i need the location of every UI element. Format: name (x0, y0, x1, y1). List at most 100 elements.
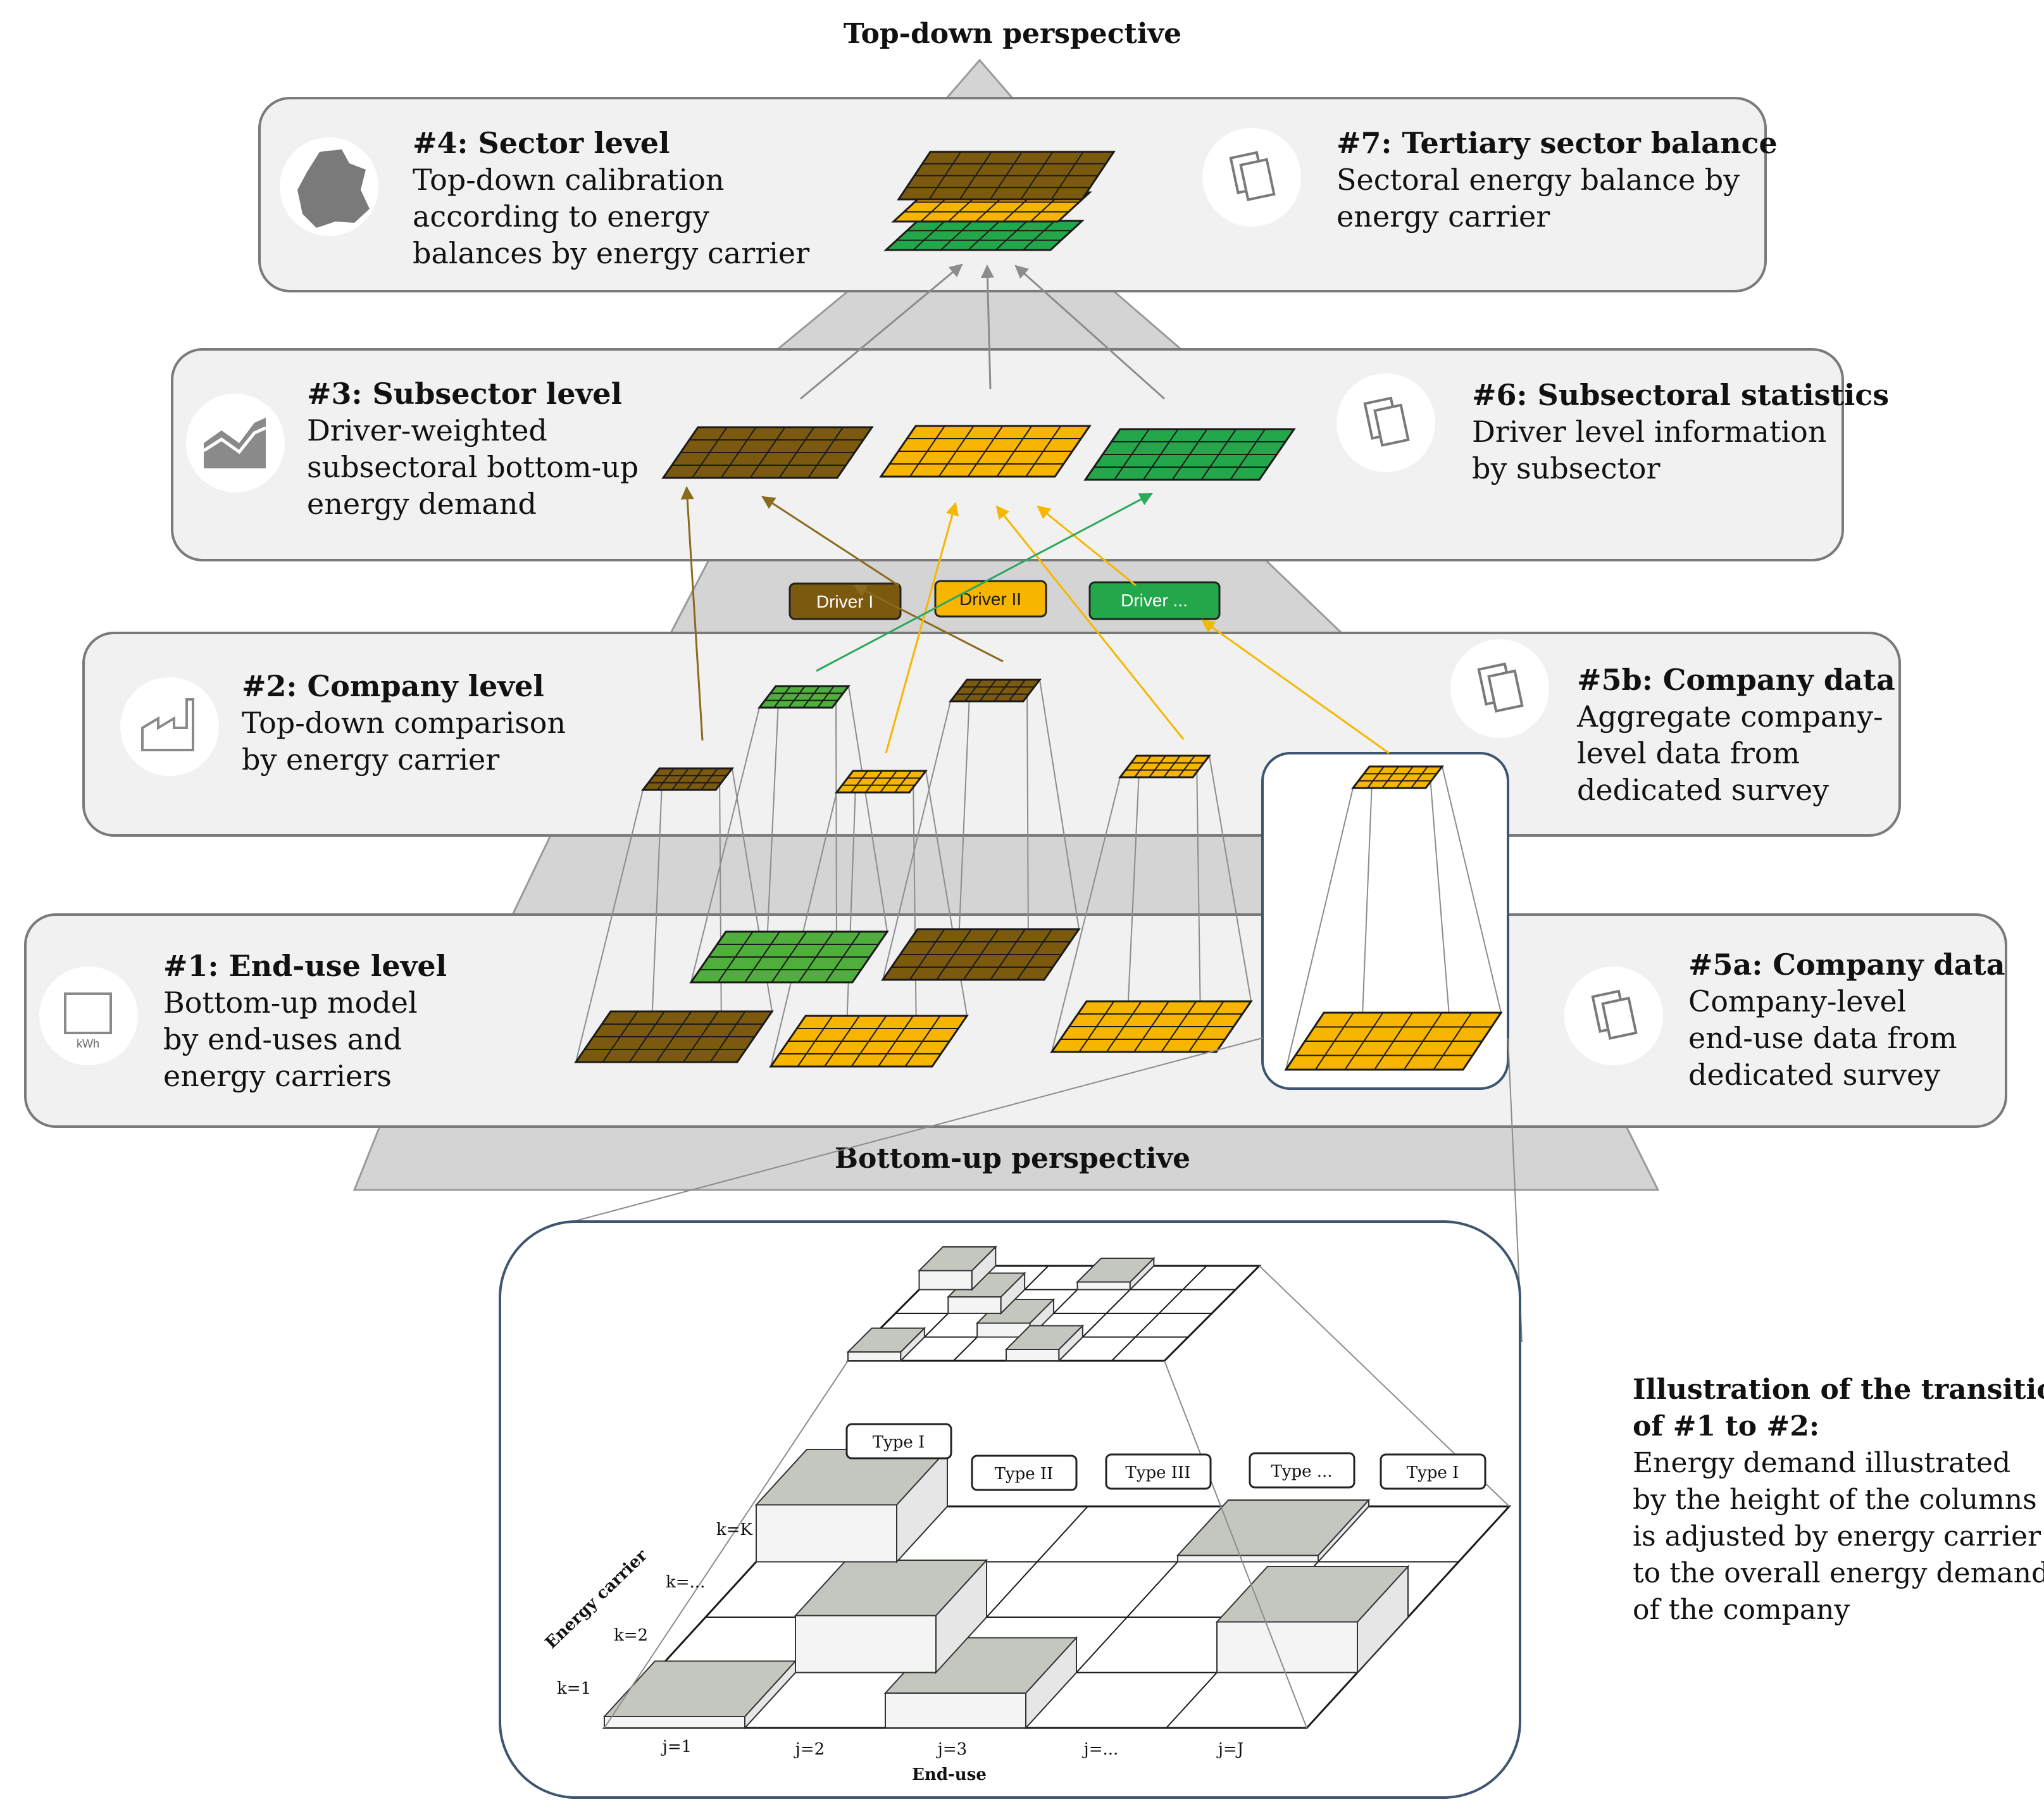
transition-side-note: Illustration of the transition of #1 to … (1633, 1373, 2044, 1626)
arrow-subsector-to-sector-2 (980, 264, 994, 390)
column-block-j5-k2 (1215, 1565, 1410, 1675)
source7-line-2: energy carrier (1337, 199, 1550, 234)
company-data-5b-text: #5b: Company data Aggregate company- lev… (1576, 663, 1895, 807)
factory-shape (141, 698, 194, 751)
pyramid-tip (944, 58, 1015, 99)
side-note-body-4: to the overall energy demand (1633, 1557, 2044, 1589)
arrow-company-yellow-to-subsector (885, 501, 959, 754)
bottom-up-perspective-label: Bottom-up perspective (835, 1142, 1190, 1175)
source5a-line-3: dedicated survey (1688, 1058, 1940, 1092)
document-glyphs (1229, 151, 1638, 1040)
j-label-2: j=2 (794, 1740, 825, 1759)
type-label-box-4 (1249, 1452, 1355, 1489)
end-use-level-line-2: by end-uses and (163, 1022, 402, 1056)
arrow-company-green-to-subsector (816, 492, 1153, 672)
end-use-grid-green (689, 930, 889, 984)
projection-group (690, 685, 888, 983)
type-label-4: Type ... (1271, 1462, 1332, 1481)
company-grid-brown-1 (640, 767, 735, 791)
type-label-box-5 (1380, 1453, 1486, 1490)
subsector-level-line-1: Driver-weighted (307, 413, 547, 447)
kwh-chart-icon (39, 966, 138, 1065)
subsector-grid-yellow (879, 425, 1092, 478)
subsector-level-line-3: energy demand (307, 487, 537, 521)
driver-box-2 (934, 580, 1047, 618)
sector-level-title: #4: Sector level (413, 126, 670, 160)
area-chart-line (203, 426, 267, 454)
source7-line-1: Sectoral energy balance by (1337, 163, 1740, 197)
j-label-1: j=1 (661, 1737, 692, 1756)
type-label-box-1 (845, 1423, 952, 1460)
side-note-title-1: Illustration of the transition (1633, 1373, 2044, 1406)
factory-icon (120, 677, 219, 776)
column-block-j4-k4 (1176, 1498, 1371, 1564)
j-label-dots: j=... (1082, 1740, 1119, 1759)
driver-label-3: Driver ... (1121, 591, 1188, 610)
subsector-level-title: #3: Subsector level (307, 377, 622, 411)
type-label-5: Type I (1407, 1463, 1459, 1482)
end-use-axis-label: End-use (912, 1765, 987, 1784)
side-note-body-3: is adjusted by energy carrier (1633, 1520, 2041, 1553)
sector-grid-green (883, 220, 1085, 251)
top-block-4 (1004, 1324, 1085, 1363)
type-label-box-3 (1105, 1453, 1212, 1490)
column-block-j2-k2 (794, 1558, 988, 1675)
end-use-level-title: #1: End-use level (163, 949, 447, 983)
j-label-3: j=3 (936, 1740, 967, 1759)
k-label-1: k=1 (557, 1679, 591, 1698)
subsector-grid-green (1083, 428, 1296, 481)
source5a-line-1: Company-level (1688, 984, 1906, 1018)
company-level-line-1: Top-down comparison (242, 706, 566, 740)
sector-grid-brown (897, 151, 1116, 201)
side-note-title-2: of #1 to #2: (1633, 1410, 1819, 1442)
top-down-perspective-label: Top-down perspective (844, 18, 1181, 50)
driver-boxes: Driver I Driver II Driver ... (788, 580, 1221, 620)
source6-title: #6: Subsectoral statistics (1472, 378, 1889, 412)
subsector-level-text: #3: Subsector level Driver-weighted subs… (307, 377, 639, 521)
projection-group (1051, 755, 1252, 1053)
subsector-level-line-2: subsectoral bottom-up (307, 450, 639, 484)
driver-box-3 (1088, 581, 1221, 620)
source5a-title: #5a: Company data (1688, 948, 2005, 982)
company-level-line-2: by energy carrier (242, 742, 499, 777)
j-label-J: j=J (1216, 1740, 1243, 1759)
source7-title: #7: Tertiary sector balance (1337, 126, 1778, 160)
end-use-grid-yellow-3 (1284, 1011, 1503, 1071)
k-label-2: k=2 (614, 1626, 648, 1645)
pyramid-band-3 (772, 290, 1187, 353)
projection-group (575, 768, 773, 1063)
source6-line-1: Driver level information (1472, 415, 1827, 449)
j-labels: j=1 j=2 j=3 j=... j=J (661, 1737, 1243, 1759)
column-block-j1-k4 (754, 1448, 949, 1564)
k-label-dots: k=... (666, 1573, 705, 1592)
driver-label-1: Driver I (816, 592, 873, 611)
company-grid-yellow-1 (834, 770, 928, 794)
arrow-company-brown2-to-driver (853, 584, 1004, 663)
germany-map-shape (297, 149, 370, 228)
area-chart-shape (204, 418, 266, 468)
k-labels: k=K k=... k=2 k=1 (557, 1520, 753, 1698)
kwh-icon-text: kWh (77, 1037, 99, 1050)
projection-group (1285, 766, 1502, 1070)
illus-funnel-mid (1164, 1360, 1307, 1729)
arrow-driver-brown-to-subsector (761, 496, 899, 587)
top-block-1 (846, 1327, 926, 1363)
tertiary-sector-balance-text: #7: Tertiary sector balance Sectoral ene… (1337, 126, 1778, 234)
company-data-5a-text: #5a: Company data Company-level end-use … (1688, 948, 2005, 1092)
side-note-body-5: of the company (1633, 1594, 1850, 1626)
arrow-company-yellow3-to-driver (1201, 619, 1390, 754)
projection-group (882, 679, 1080, 980)
side-note-body-1: Energy demand illustrated (1633, 1447, 2010, 1479)
arrow-company-yellow2-to-subsector (995, 505, 1185, 740)
type-label-box-2 (971, 1454, 1078, 1491)
sector-level-line-1: Top-down calibration (413, 163, 725, 197)
type-labels: Type I Type II Type III Type ... Type I (845, 1423, 1486, 1491)
sector-level-line-3: balances by energy carrier (413, 236, 809, 270)
end-use-level-text: #1: End-use level Bottom-up model by end… (163, 949, 447, 1093)
side-note-body-2: by the height of the columns (1633, 1484, 2037, 1516)
column-block-j3-k1 (883, 1636, 1078, 1730)
source5b-line-3: dedicated survey (1577, 773, 1829, 807)
kwh-chart-shape (64, 992, 112, 1034)
arrow-subsector-to-sector-3 (1014, 265, 1165, 400)
end-use-grid-yellow-1 (769, 1015, 969, 1068)
